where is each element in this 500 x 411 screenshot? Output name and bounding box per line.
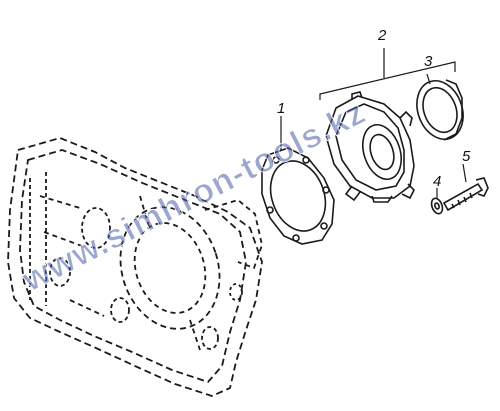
oil-seal-part-3 <box>416 79 464 141</box>
bolt-part-5 <box>442 177 489 212</box>
washer-part-4 <box>430 197 444 215</box>
transmission-housing <box>7 137 263 397</box>
callout-5-label: 5 <box>462 148 471 165</box>
watermark-text: www.simhron-tools.kz <box>15 93 371 300</box>
callout-1-label: 1 <box>277 100 285 117</box>
cover-housing-part-2 <box>325 91 415 203</box>
gasket-part-1 <box>261 147 335 245</box>
callout-4-label: 4 <box>433 173 441 190</box>
callout-3-label: 3 <box>424 53 433 70</box>
leader-lines <box>280 48 467 198</box>
callout-2-label: 2 <box>377 27 387 44</box>
